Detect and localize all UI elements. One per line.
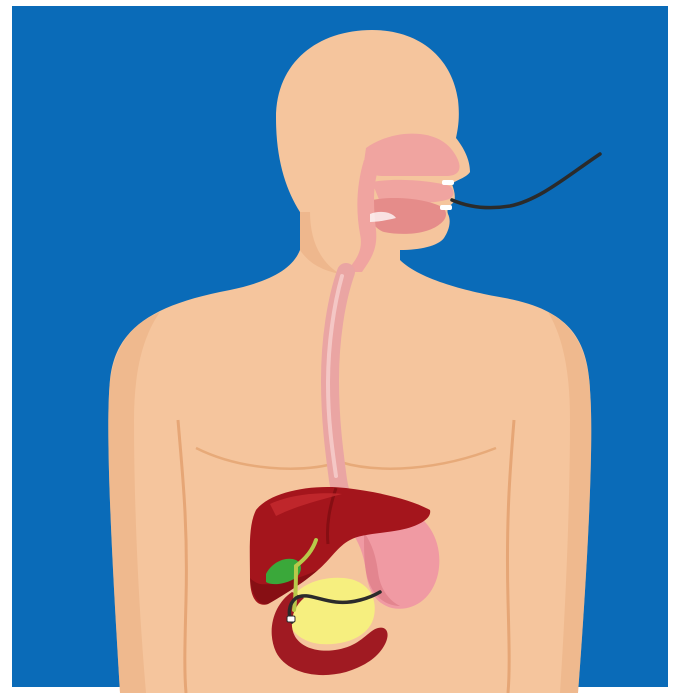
lower-teeth (440, 205, 452, 210)
upper-teeth (442, 180, 454, 185)
endoscope-tip (287, 616, 295, 622)
